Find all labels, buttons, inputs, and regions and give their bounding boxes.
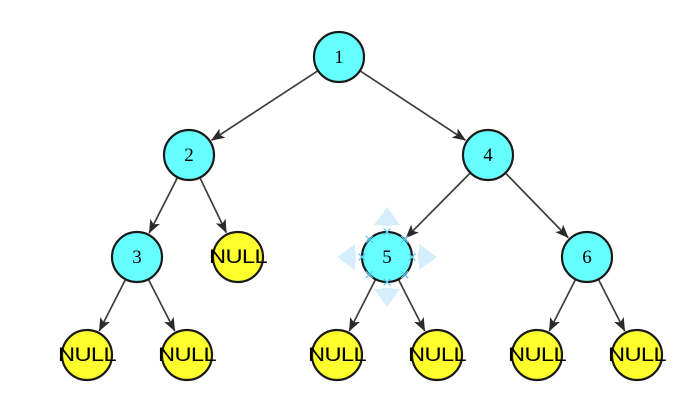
tree-edge-n6-to-x6	[548, 279, 576, 332]
tree-edge-n1-to-n2	[211, 70, 318, 141]
tree-edge-n3-to-x3	[148, 279, 176, 332]
node-circle[interactable]	[461, 128, 515, 182]
node-circle[interactable]	[310, 328, 364, 382]
tree-edge-n6-to-x7	[598, 279, 626, 332]
selection-handle-7[interactable]	[358, 253, 366, 261]
tree-edge-n3-to-x2	[98, 279, 126, 332]
handle-stroke	[365, 270, 374, 279]
selection-handle-6[interactable]	[365, 270, 374, 279]
tree-node-null-x5[interactable]: NULL	[408, 328, 467, 382]
tree-edge-n2-to-x1	[199, 178, 228, 234]
selection-handles-layer[interactable]	[358, 228, 416, 286]
tree-edge-n4-to-n5	[405, 172, 471, 239]
node-label: NULL	[408, 345, 466, 366]
move-arrow-up-icon[interactable]	[374, 207, 400, 226]
move-arrow-down-icon[interactable]	[374, 288, 400, 307]
node-circle[interactable]	[160, 328, 214, 382]
node-label: 1	[334, 47, 344, 68]
tree-node-6[interactable]: 6	[560, 230, 614, 284]
node-circle[interactable]	[510, 328, 564, 382]
node-circle[interactable]	[312, 30, 366, 84]
node-label: NULL	[58, 345, 116, 366]
selection-handle-3[interactable]	[408, 253, 416, 261]
node-label: 6	[582, 247, 592, 268]
node-label: NULL	[209, 247, 267, 268]
tree-node-2[interactable]: 2	[162, 128, 216, 182]
tree-edge-n2-to-n3	[148, 177, 178, 234]
tree-edge-n5-to-x4	[348, 279, 376, 332]
node-circle[interactable]	[162, 128, 216, 182]
selection-handle-5[interactable]	[383, 278, 391, 286]
handle-stroke	[383, 228, 391, 236]
handle-stroke	[400, 270, 409, 279]
node-label: 3	[132, 247, 142, 268]
move-arrow-left-icon[interactable]	[337, 244, 356, 270]
tree-node-4[interactable]: 4	[461, 128, 515, 182]
handle-stroke	[383, 278, 391, 286]
handle-stroke	[358, 253, 366, 261]
node-circle[interactable]	[60, 328, 114, 382]
node-label: 2	[184, 145, 194, 166]
selection-handle-4[interactable]	[400, 270, 409, 279]
tree-node-null-x1[interactable]: NULL	[209, 230, 268, 284]
handle-stroke	[365, 235, 374, 244]
tree-edge-n1-to-n4	[360, 70, 467, 141]
tree-edge-n5-to-x5	[398, 279, 426, 332]
node-label: NULL	[158, 345, 216, 366]
selection-handle-1[interactable]	[383, 228, 391, 236]
tree-node-null-x6[interactable]: NULL	[508, 328, 567, 382]
selection-handle-2[interactable]	[400, 235, 409, 244]
tree-node-3[interactable]: 3	[110, 230, 164, 284]
node-label: NULL	[608, 345, 666, 366]
edges-layer	[98, 70, 626, 332]
tree-edge-n4-to-n6	[505, 173, 569, 239]
node-label: NULL	[508, 345, 566, 366]
tree-node-null-x3[interactable]: NULL	[158, 328, 217, 382]
move-arrow-right-icon[interactable]	[418, 244, 437, 270]
node-label: 4	[483, 145, 493, 166]
tree-node-1[interactable]: 1	[312, 30, 366, 84]
handle-stroke	[400, 235, 409, 244]
node-circle[interactable]	[110, 230, 164, 284]
tree-node-null-x4[interactable]: NULL	[308, 328, 367, 382]
node-circle[interactable]	[211, 230, 265, 284]
node-circle[interactable]	[560, 230, 614, 284]
move-arrows-layer[interactable]	[337, 207, 437, 307]
node-label: 5	[382, 247, 392, 268]
node-circle[interactable]	[610, 328, 664, 382]
node-label: NULL	[308, 345, 366, 366]
handle-stroke	[408, 253, 416, 261]
selection-handle-8[interactable]	[365, 235, 374, 244]
node-circle[interactable]	[410, 328, 464, 382]
tree-node-null-x7[interactable]: NULL	[608, 328, 667, 382]
tree-node-null-x2[interactable]: NULL	[58, 328, 117, 382]
